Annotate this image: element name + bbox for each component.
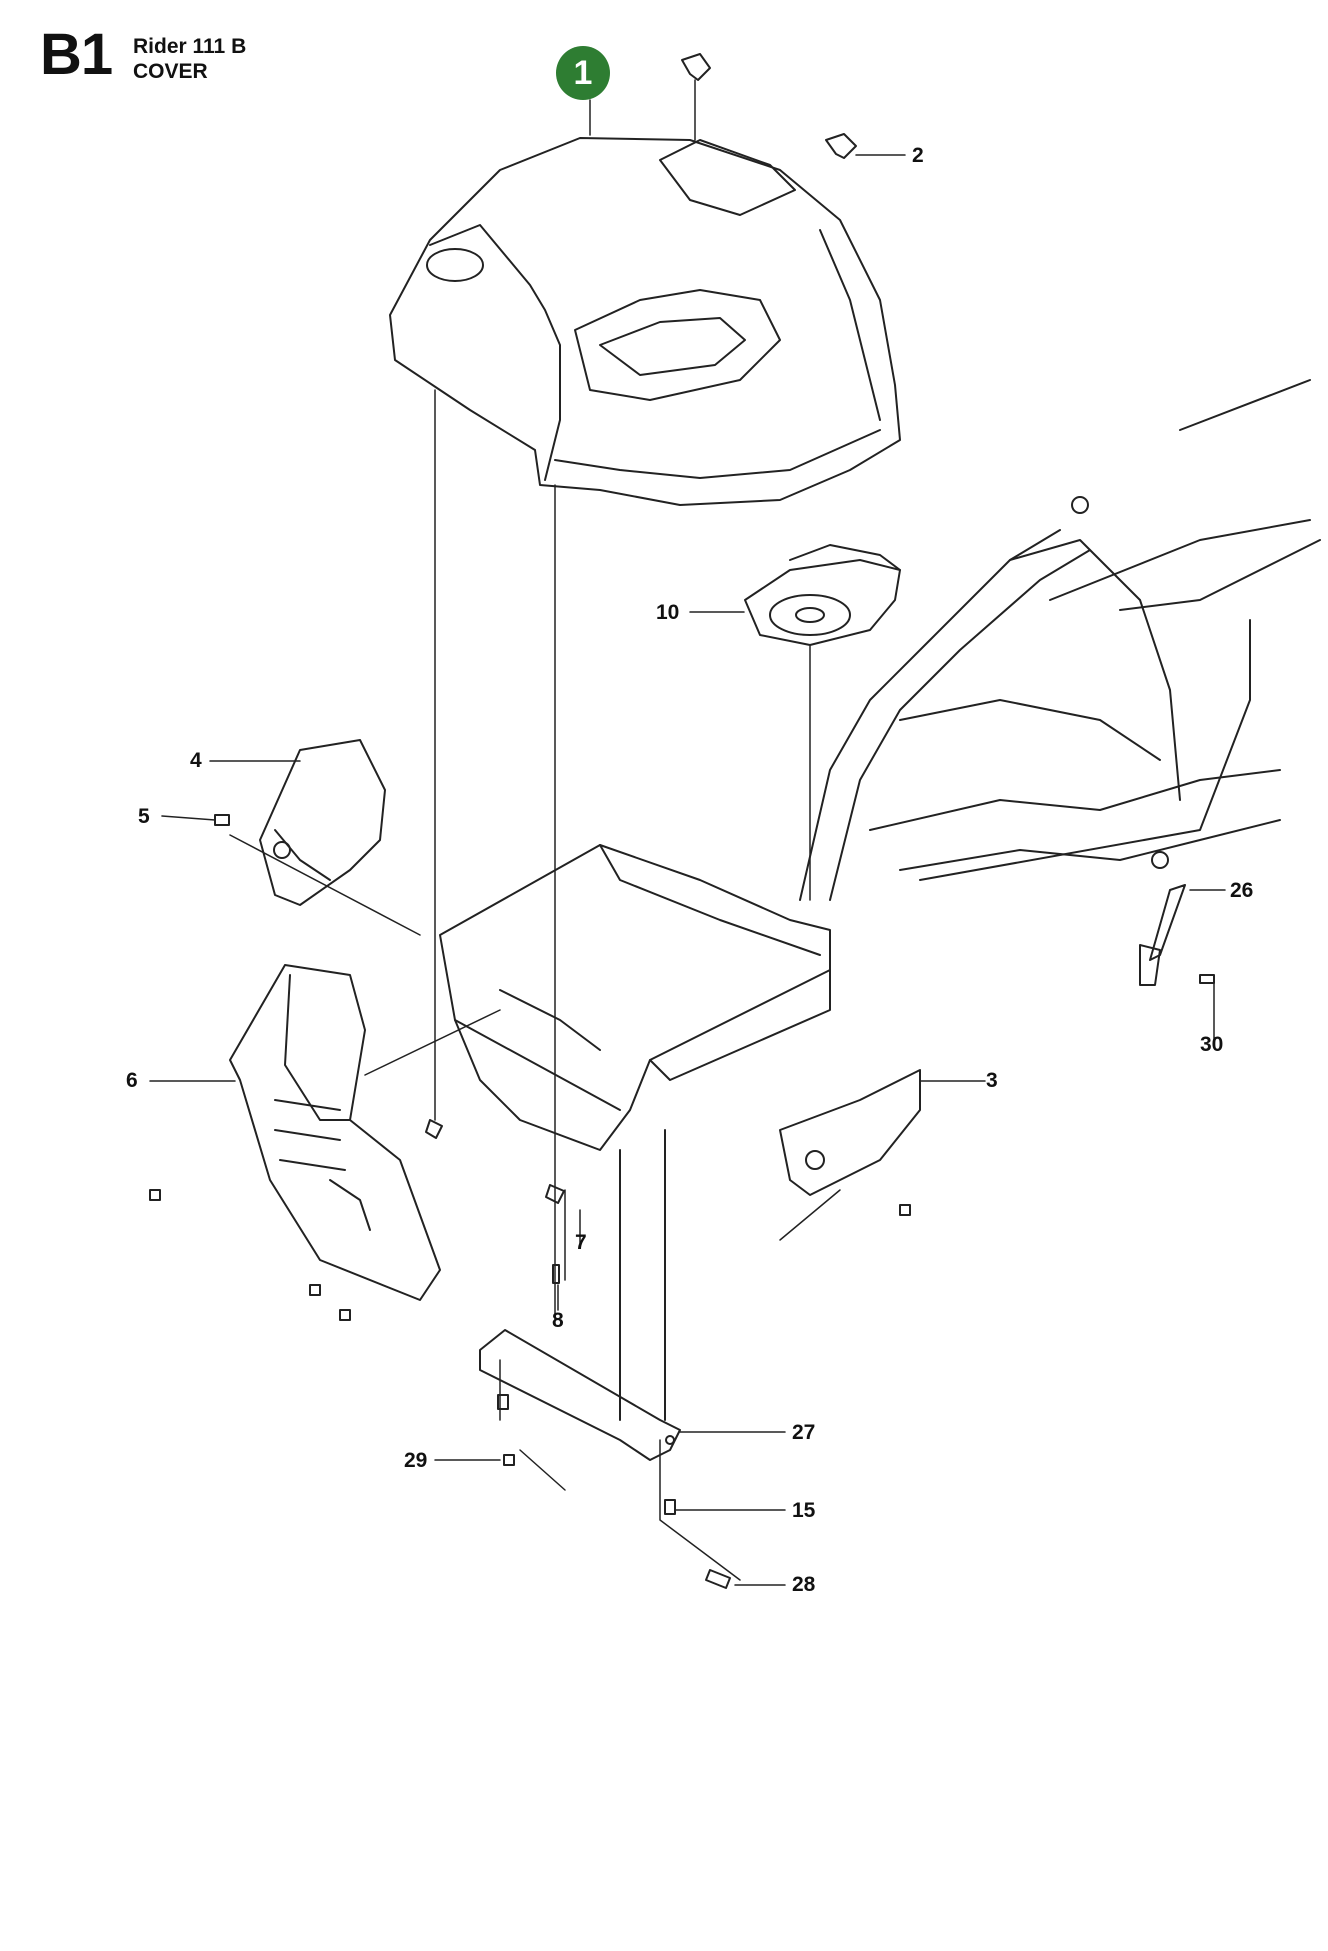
part-4-side-cover — [259, 739, 386, 906]
callout-30: 30 — [1200, 1033, 1224, 1056]
callout-26: 26 — [1230, 879, 1254, 902]
callout-5: 5 — [138, 805, 150, 828]
part-hood-cover — [389, 137, 901, 506]
fasteners — [149, 1119, 911, 1589]
callout-7: 7 — [575, 1231, 587, 1254]
part-10-guard — [744, 544, 901, 646]
part-3-side-cover — [779, 1069, 921, 1196]
model-name: Rider 111 B — [133, 35, 247, 58]
part-27-bracket — [479, 1329, 681, 1461]
callout-4: 4 — [190, 749, 202, 772]
section-name: COVER — [133, 60, 208, 83]
callout-10: 10 — [656, 601, 680, 624]
chassis-frame — [799, 379, 1321, 901]
page-code: B1 — [40, 22, 113, 87]
callout-29: 29 — [404, 1449, 428, 1472]
callout-27: 27 — [792, 1421, 816, 1444]
part-26-foot — [1139, 944, 1161, 986]
part-dash-panel — [439, 844, 831, 1421]
highlight-badge: 1 — [556, 46, 610, 100]
screw-5 — [214, 814, 230, 826]
title-block: Rider 111 B COVER — [133, 34, 246, 84]
callout-28: 28 — [792, 1573, 816, 1596]
callout-3: 3 — [986, 1069, 998, 1092]
callout-6: 6 — [126, 1069, 138, 1092]
callout-2: 2 — [912, 144, 924, 167]
callout-8: 8 — [552, 1309, 564, 1332]
clip-2 — [825, 133, 857, 159]
assembly-lines — [229, 389, 841, 1581]
screw-30 — [1199, 974, 1215, 984]
leader-lines — [149, 79, 1226, 1586]
clip-top — [681, 53, 711, 81]
part-6-front-grille — [229, 964, 441, 1301]
callout-15: 15 — [792, 1499, 816, 1522]
